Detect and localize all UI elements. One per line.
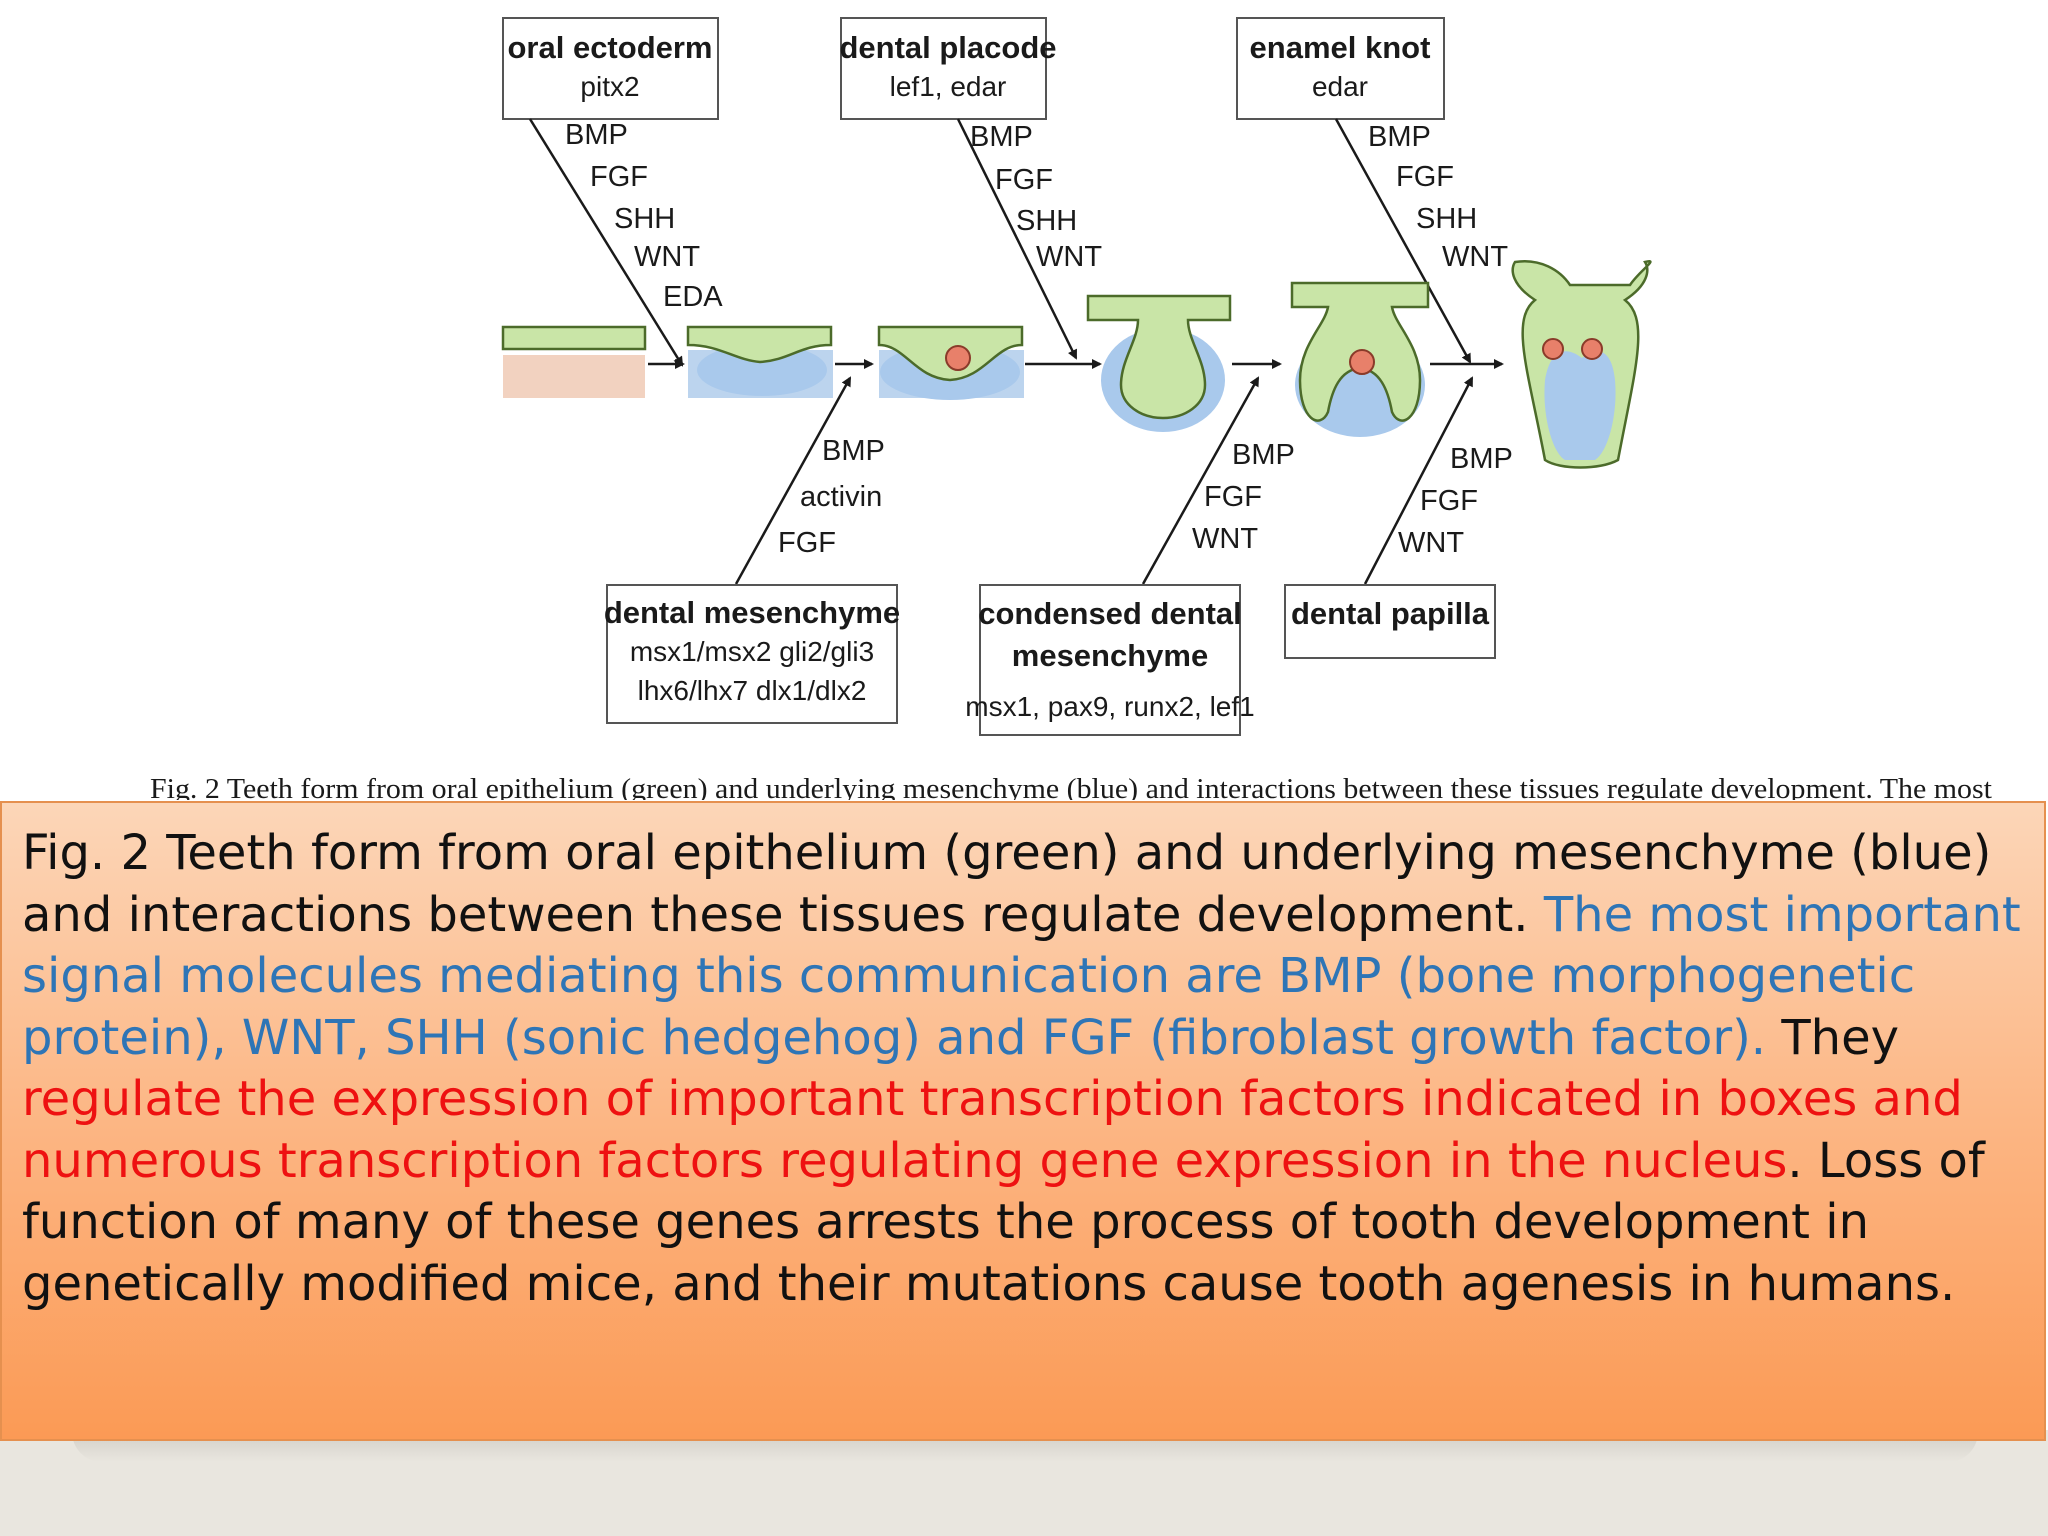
signal-label: FGF bbox=[1420, 485, 1478, 517]
signal-label: FGF bbox=[778, 527, 836, 559]
box-genes: pitx2 bbox=[580, 71, 639, 102]
signal-label: activin bbox=[800, 481, 882, 513]
signal-label: WNT bbox=[1192, 523, 1258, 555]
stage-2-thickening bbox=[686, 325, 833, 398]
signal-arrow-dental-papilla bbox=[1363, 376, 1474, 585]
box-title: oral ectoderm bbox=[507, 30, 712, 65]
stage-5-cap bbox=[1290, 281, 1430, 437]
box-dental-placode: dental placode lef1, edar bbox=[839, 17, 1057, 120]
signal-label: FGF bbox=[1204, 481, 1262, 513]
signal-arrow-dental-mesenchyme bbox=[734, 376, 852, 585]
box-title: dental mesenchyme bbox=[604, 595, 900, 630]
signal-arrow-oral-ectoderm bbox=[528, 118, 684, 367]
signal-label: SHH bbox=[1016, 205, 1077, 237]
signal-arrow-condensed-mesenchyme bbox=[1141, 376, 1260, 585]
box-title: condensed dental bbox=[978, 596, 1242, 631]
figure-caption-fragment: Fig. 2 Teeth form from oral epithelium (… bbox=[150, 773, 1992, 800]
signal-label: WNT bbox=[1036, 241, 1102, 273]
signal-label: BMP bbox=[1368, 121, 1431, 153]
caption-intro: Fig. 2 Teeth form from oral epithelium (… bbox=[22, 825, 1992, 943]
signal-arrow-dental-placode bbox=[956, 118, 1078, 360]
caption-conclusion: . Loss of function of many of these gene… bbox=[22, 1132, 1985, 1312]
stage-4-bud bbox=[1086, 294, 1232, 432]
box-genes: lhx6/lhx7 dlx1/dlx2 bbox=[638, 675, 867, 706]
box-condensed-dental-mesenchyme: condensed dental mesenchyme msx1, pax9, … bbox=[965, 584, 1255, 736]
signal-label: EDA bbox=[663, 281, 723, 313]
signal-label: BMP bbox=[970, 121, 1033, 153]
box-title: enamel knot bbox=[1250, 30, 1431, 65]
box-dental-mesenchyme: dental mesenchyme msx1/msx2 gli2/gli3 lh… bbox=[604, 584, 900, 724]
signal-label: FGF bbox=[1396, 161, 1454, 193]
box-genes: edar bbox=[1312, 71, 1368, 102]
signal-label: SHH bbox=[614, 203, 675, 235]
box-dental-papilla: dental papilla bbox=[1284, 584, 1496, 659]
caption-they: They bbox=[1766, 1009, 1899, 1066]
signal-label: SHH bbox=[1416, 203, 1477, 235]
box-title: dental placode bbox=[839, 30, 1056, 65]
box-genes: msx1, pax9, runx2, lef1 bbox=[965, 691, 1254, 722]
signal-label: WNT bbox=[1398, 527, 1464, 559]
tooth-development-diagram: oral ectoderm pitx2 dental placode lef1,… bbox=[150, 17, 1992, 800]
caption-box: Fig. 2 Teeth form from oral epithelium (… bbox=[0, 801, 2046, 1441]
caption-text: Fig. 2 Teeth form from oral epithelium (… bbox=[22, 823, 2024, 1315]
box-oral-ectoderm: oral ectoderm pitx2 bbox=[502, 17, 719, 120]
box-genes: msx1/msx2 gli2/gli3 bbox=[630, 636, 874, 667]
stage-1-oral-epithelium bbox=[501, 325, 647, 398]
signal-label: BMP bbox=[565, 119, 628, 151]
box-title: mesenchyme bbox=[1012, 638, 1208, 673]
signal-label: WNT bbox=[634, 241, 700, 273]
signal-label: WNT bbox=[1442, 241, 1508, 273]
box-title: dental papilla bbox=[1291, 596, 1490, 631]
stage-3-placode bbox=[877, 325, 1024, 400]
caption-transcription-highlight: regulate the expression of important tra… bbox=[22, 1071, 1963, 1189]
caption-signals-highlight: The most important signal molecules medi… bbox=[22, 886, 2021, 1066]
box-genes: lef1, edar bbox=[890, 71, 1007, 102]
box-enamel-knot: enamel knot edar bbox=[1236, 17, 1445, 120]
signal-label: FGF bbox=[590, 161, 648, 193]
signal-label: BMP bbox=[1450, 443, 1513, 475]
signal-label: BMP bbox=[822, 435, 885, 467]
signal-arrow-enamel-knot bbox=[1334, 118, 1472, 364]
stage-6-bell bbox=[1511, 259, 1652, 469]
signal-label: BMP bbox=[1232, 439, 1295, 471]
signal-label: FGF bbox=[995, 164, 1053, 196]
